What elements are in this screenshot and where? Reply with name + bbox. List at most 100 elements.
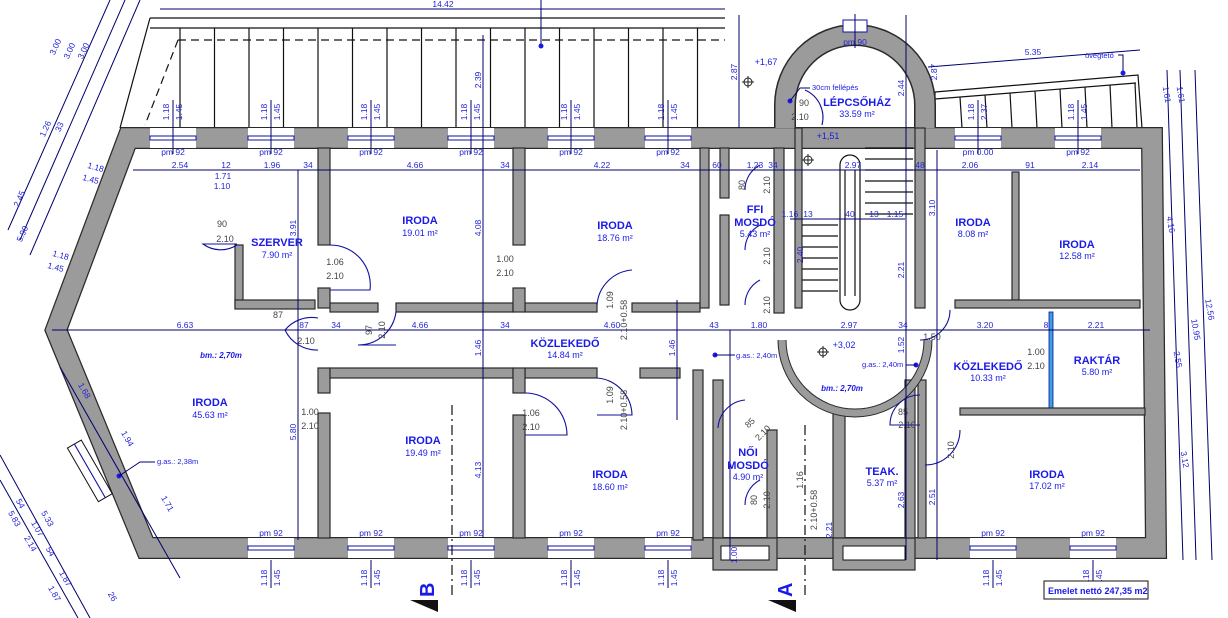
door-width: 85 [898,407,908,417]
room-area: 10.33 m² [970,373,1006,383]
room-iroda-5[interactable]: IRODA 45.63 m² [192,397,228,420]
room-name: LÉPCSŐHÁZ [823,96,891,109]
room-iroda-8[interactable]: IRODA 17.02 m² [1029,469,1065,491]
dim: 4.66 [407,160,424,170]
door-width: 1.09 [605,386,615,404]
room-iroda-7[interactable]: IRODA 18.60 m² [592,469,628,492]
stair-dim: 40 [845,209,855,219]
balcony-slat [1109,84,1113,129]
window-dim: 1.45 [669,569,679,586]
door-width: 80 [749,495,759,505]
level-mark: +3,02 [833,340,856,350]
door-height: 2.10 [1027,361,1045,371]
room-iroda-4[interactable]: IRODA 12.58 m² [1059,239,1095,261]
door-width: 87 [273,310,283,320]
dim: 5.90 [14,224,30,243]
stair-window-label: pm 90 [843,37,867,47]
room-iroda-2[interactable]: IRODA 18.76 m² [597,220,633,243]
dim: 2.87 [729,63,739,80]
dim: 2.21 [896,261,906,278]
room-name: IRODA [592,469,628,481]
room-area: 45.63 m² [192,410,228,420]
balcony-slat [1084,86,1088,129]
door-height: 2.10 [496,268,514,278]
room-raktar[interactable]: RAKTÁR 5.80 m² [1074,354,1120,377]
room-iroda-1[interactable]: IRODA 19.01 m² [402,215,438,238]
room-kozlekedo-2[interactable]: KÖZLEKEDŐ 10.33 m² [953,360,1023,383]
dim: 3.00 [47,37,63,56]
section-label: A [775,583,797,597]
window-dim: 1.45 [472,103,482,120]
section-marker-b: B [410,583,439,612]
room-area: 7.90 m² [262,250,293,260]
room-noi-mosdo[interactable]: NŐI MOSDÓ 4.90 m² [727,446,769,482]
dim: 4.66 [412,320,429,330]
dim: 2.21 [824,521,834,538]
dim: 34 [680,160,690,170]
door-width: 1.16 [795,471,805,489]
dim: 43 [709,320,719,330]
room-area: 19.49 m² [405,448,441,458]
dim: 34 [768,160,778,170]
dim: 2.44 [896,79,906,96]
dim: 2.21 [1088,320,1105,330]
dim: 1.00 [729,546,739,563]
room-name: IRODA [1059,239,1095,251]
door-width: 90 [799,98,809,108]
window-dim: 1.18 [459,569,469,586]
dim: 2.51 [927,488,937,505]
room-area: 5.80 m² [1082,367,1113,377]
room-szerver[interactable]: SZERVER 7.90 m² [251,237,303,260]
east-balcony: 5.35 üvegtető [927,47,1143,129]
window-dim: 1.45 [272,103,282,120]
dim: 26 [106,590,120,603]
stair-dim: 2.40 [795,246,805,263]
dim: 34 [331,320,341,330]
room-area: 8.08 m² [958,229,989,239]
stair-dim: 1.15 [887,209,904,219]
dim: 34 [500,320,510,330]
room-kozlekedo-1[interactable]: KÖZLEKEDŐ 14.84 m² [530,337,600,360]
room-area: 5.37 m² [867,478,898,488]
room-lepcsohaz[interactable]: LÉPCSŐHÁZ 33.59 m² [823,96,891,119]
dim: 1.52 [896,336,906,353]
dim: 1.23 [747,160,764,170]
door-width: 80 [737,180,747,190]
window-dim: 1.45 [372,569,382,586]
level-marker-icon [802,154,814,166]
room-iroda-6[interactable]: IRODA 19.49 m² [405,435,441,458]
annotations: bm.: 2,70m bm.: 2,70m +1,67 +1,51 +3,02 … [116,57,1149,612]
dim: 4.22 [594,160,611,170]
dim: 2.87 [929,63,939,80]
gas-note: g.as.: 2,40m [862,360,903,369]
window-dim: 1.18 [359,569,369,586]
window-dim: 1.45 [174,103,184,120]
dim: 4.13 [473,461,483,478]
dim: 1.61 [1175,85,1188,103]
dim: 1.71 [215,171,232,181]
room-iroda-3[interactable]: IRODA 8.08 m² [955,217,991,239]
room-teakonyha[interactable]: TEAK. 5.37 m² [866,466,899,488]
step-note: 30cm fellépés [812,83,859,92]
dim-balcony-width: 14.42 [432,0,454,9]
dim: 34 [500,160,510,170]
room-ffi-mosdo[interactable]: FFI MOSDÓ 5.43 m² [734,204,776,239]
room-name: NŐI [738,446,758,459]
staircase: 1.16 13 40 13 1.15 2.40 [782,147,913,311]
door-height: 2.10 [297,336,315,346]
door-width: 1.06 [326,257,344,267]
dim: 1.26 [37,119,53,138]
door-height: 2.10 [762,491,772,509]
room-area: 19.01 m² [402,228,438,238]
door-height: 2.10 [946,441,956,459]
dim: 1.10 [214,181,231,191]
door-width: 85 [743,416,757,430]
dim: 4.60 [604,320,621,330]
